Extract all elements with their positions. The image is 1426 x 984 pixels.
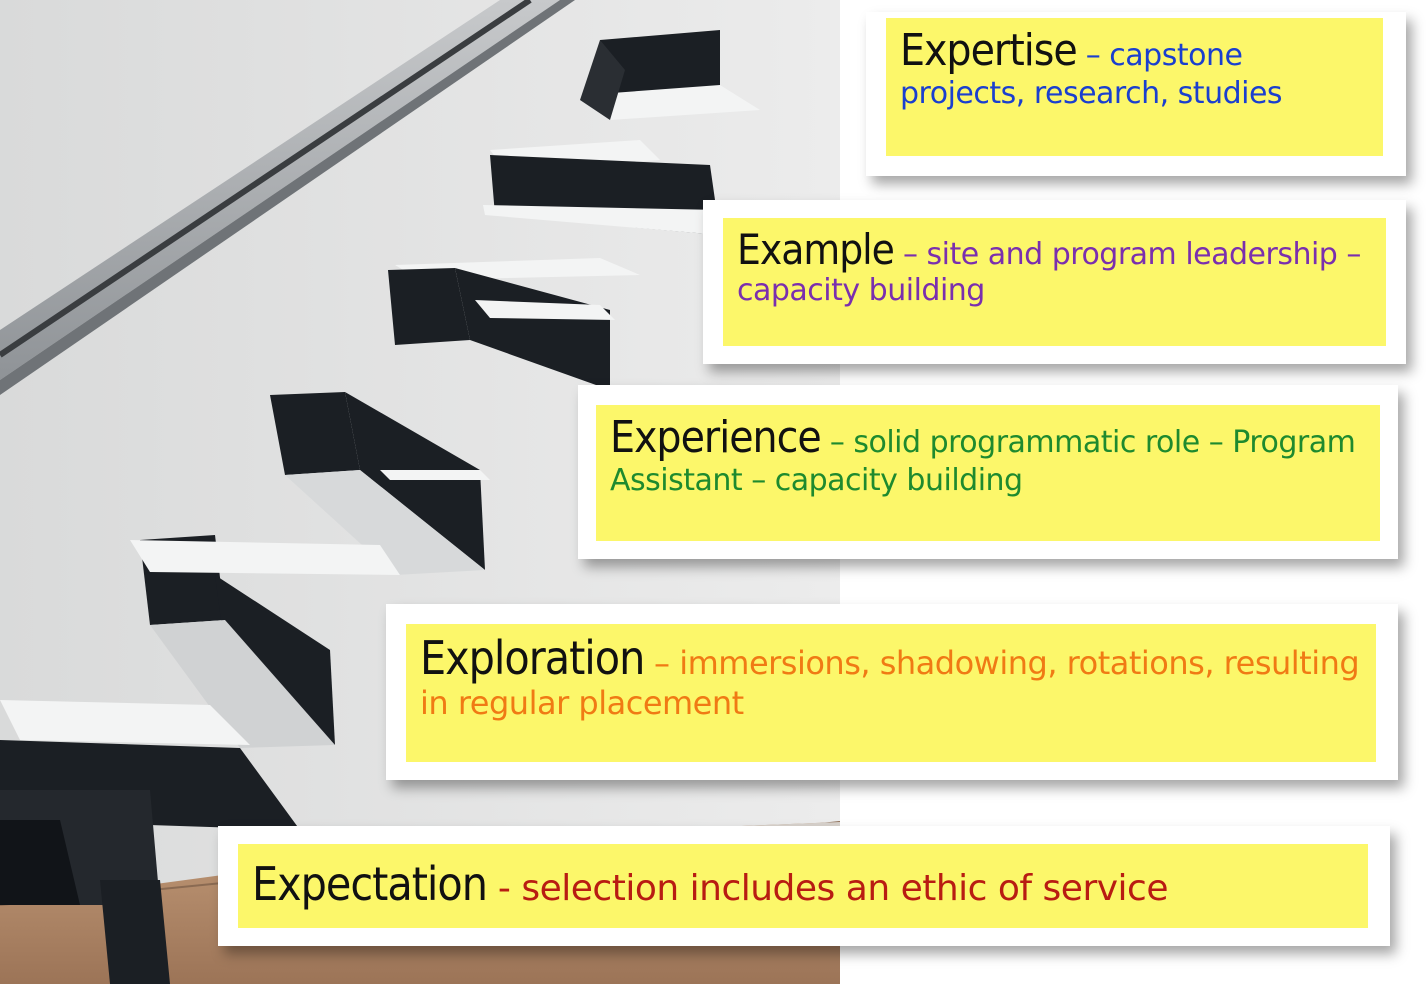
note-card-expectation: Expectation - selection includes an ethi…: [218, 826, 1390, 946]
note-description: immersions, shadowing, rotations, result…: [420, 644, 1360, 722]
note-term: Experience: [610, 412, 822, 463]
note-term: Exploration: [420, 631, 645, 685]
stair-steps: [0, 30, 760, 984]
note-description: capstone projects, research, studies: [900, 38, 1283, 111]
note-description: site and program leadership – capacity b…: [737, 237, 1361, 309]
note-expectation: Expectation - selection includes an ethi…: [238, 844, 1368, 928]
note-term: Expertise: [900, 25, 1078, 76]
note-separator: –: [820, 425, 854, 460]
note-exploration: Exploration – immersions, shadowing, rot…: [406, 624, 1376, 762]
note-separator: -: [486, 868, 522, 909]
note-experience: Experience – solid programmatic role – P…: [596, 405, 1380, 541]
note-example: Example – site and program leadership – …: [723, 218, 1386, 346]
note-description: solid programmatic role – Program Assist…: [610, 425, 1356, 498]
note-description: selection includes an ethic of service: [521, 868, 1168, 909]
note-card-exploration: Exploration – immersions, shadowing, rot…: [386, 604, 1398, 780]
note-expertise: Expertise – capstone projects, research,…: [886, 18, 1383, 156]
note-separator: –: [644, 644, 680, 682]
note-card-expertise: Expertise – capstone projects, research,…: [866, 12, 1406, 176]
note-card-example: Example – site and program leadership – …: [703, 200, 1406, 364]
note-card-experience: Experience – solid programmatic role – P…: [578, 385, 1398, 559]
note-separator: –: [893, 237, 927, 272]
note-separator: –: [1076, 38, 1110, 73]
note-term: Example: [737, 225, 895, 274]
note-term: Expectation: [252, 857, 488, 911]
